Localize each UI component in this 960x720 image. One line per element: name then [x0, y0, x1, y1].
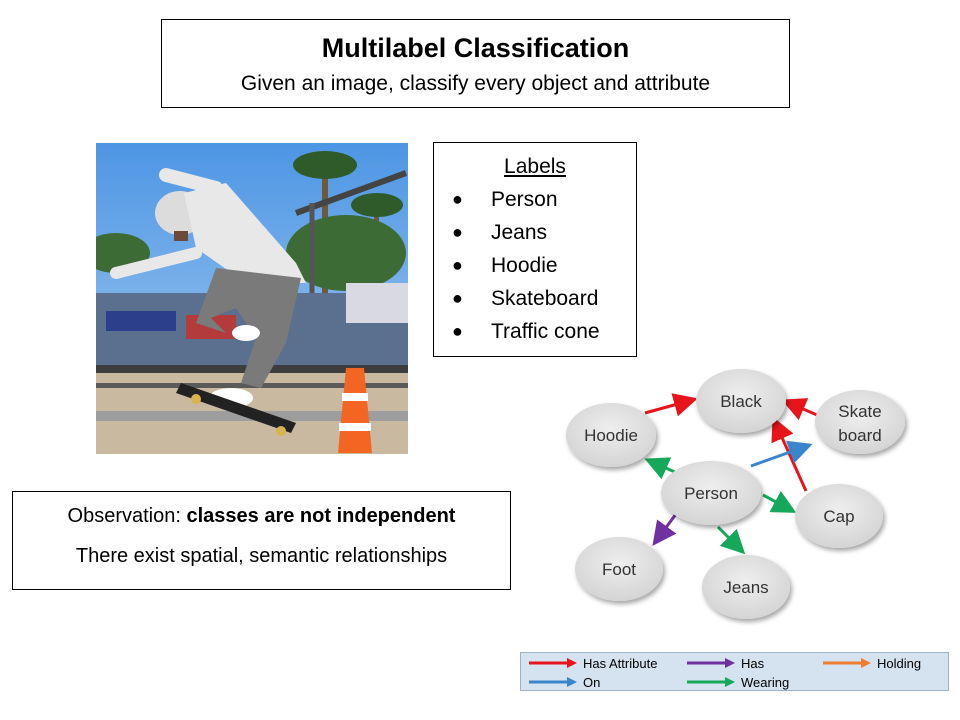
- observation-box: Observation: classes are not independent…: [12, 491, 511, 590]
- node-label: Foot: [602, 560, 636, 579]
- legend-holding: Holding: [823, 654, 921, 672]
- node-cap: Cap: [795, 484, 883, 548]
- legend-label: Wearing: [741, 674, 790, 690]
- red-arrow-icon: [529, 658, 577, 668]
- labels-heading: Labels: [504, 155, 566, 178]
- observation-emphasis: classes are not independent: [186, 505, 456, 527]
- edge-person-skateboard: [750, 440, 813, 468]
- legend-has: Has: [687, 654, 764, 672]
- bullet-icon: ●: [452, 321, 463, 341]
- bullet-icon: ●: [452, 255, 463, 275]
- legend-wearing: Wearing: [687, 673, 789, 691]
- labels-box: Labels ● Person ● Jeans ● Hoodie ● Skateboar…: [433, 142, 637, 357]
- legend-label: On: [583, 674, 601, 690]
- bullet-icon: ●: [452, 288, 463, 308]
- bullet-icon: ●: [452, 189, 463, 209]
- blue-arrow-icon: [529, 677, 577, 687]
- node-label: Person: [684, 484, 738, 503]
- node-label: Hoodie: [584, 426, 638, 445]
- node-label: Jeans: [723, 578, 768, 597]
- node-jeans: Jeans: [702, 555, 790, 619]
- edge-legend: Has Attribute On Has Wearing Holding: [520, 652, 949, 691]
- slide-title: Multilabel Classification: [321, 33, 630, 63]
- node-hoodie: Hoodie: [566, 403, 656, 467]
- skateboarder-photo-illustration: [96, 143, 408, 454]
- bullet-icon: ●: [452, 222, 463, 242]
- observation-line: Observation: classes are not independent: [13, 505, 510, 528]
- list-item: ● Jeans: [452, 216, 636, 249]
- observation-prefix: Observation:: [67, 505, 187, 527]
- edge-person-jeans: [716, 525, 746, 555]
- edge-person-foot: [652, 513, 678, 546]
- observation-line-2: There exist spatial, semantic relationsh…: [75, 545, 448, 567]
- edge-person-cap: [762, 490, 797, 513]
- green-arrow-icon: [687, 677, 735, 687]
- label-item: Skateboard: [491, 287, 599, 310]
- labels-list: ● Person ● Jeans ● Hoodie ● Skateboard ● Traf…: [452, 183, 636, 348]
- orange-arrow-icon: [823, 658, 871, 668]
- edge-hoodie-black: [644, 393, 698, 417]
- purple-arrow-icon: [687, 658, 735, 668]
- legend-has-attribute: Has Attribute: [529, 654, 657, 672]
- legend-label: Has: [741, 655, 765, 671]
- legend-label: Has Attribute: [583, 655, 658, 671]
- slide-subtitle: Given an image, classify every object an…: [240, 72, 711, 95]
- title-box: Multilabel Classification Given an image…: [161, 19, 790, 108]
- label-item: Traffic cone: [491, 320, 600, 343]
- edge-person-hoodie: [644, 457, 678, 480]
- node-black: Black: [696, 369, 786, 433]
- label-item: Jeans: [491, 221, 548, 244]
- node-person: Person: [661, 461, 761, 525]
- skateboarder-photo: [96, 143, 408, 454]
- legend-on: On: [529, 673, 600, 691]
- list-item: ● Person: [452, 183, 636, 216]
- list-item: ● Skateboard: [452, 282, 636, 315]
- label-item: Hoodie: [491, 254, 558, 277]
- node-foot: Foot: [575, 537, 663, 601]
- list-item: ● Traffic cone: [452, 315, 636, 348]
- node-label: Black: [720, 392, 762, 411]
- node-skateboard: Skate board: [815, 390, 905, 454]
- edge-skateboard-black: [781, 398, 818, 421]
- node-label: Cap: [823, 507, 854, 526]
- legend-label: Holding: [877, 655, 922, 671]
- node-label: Skate: [838, 402, 881, 421]
- node-label: board: [838, 426, 881, 445]
- list-item: ● Hoodie: [452, 249, 636, 282]
- relationship-graph: Black Hoodie Skate board Person Cap Foot…: [566, 369, 905, 619]
- label-item: Person: [491, 188, 558, 211]
